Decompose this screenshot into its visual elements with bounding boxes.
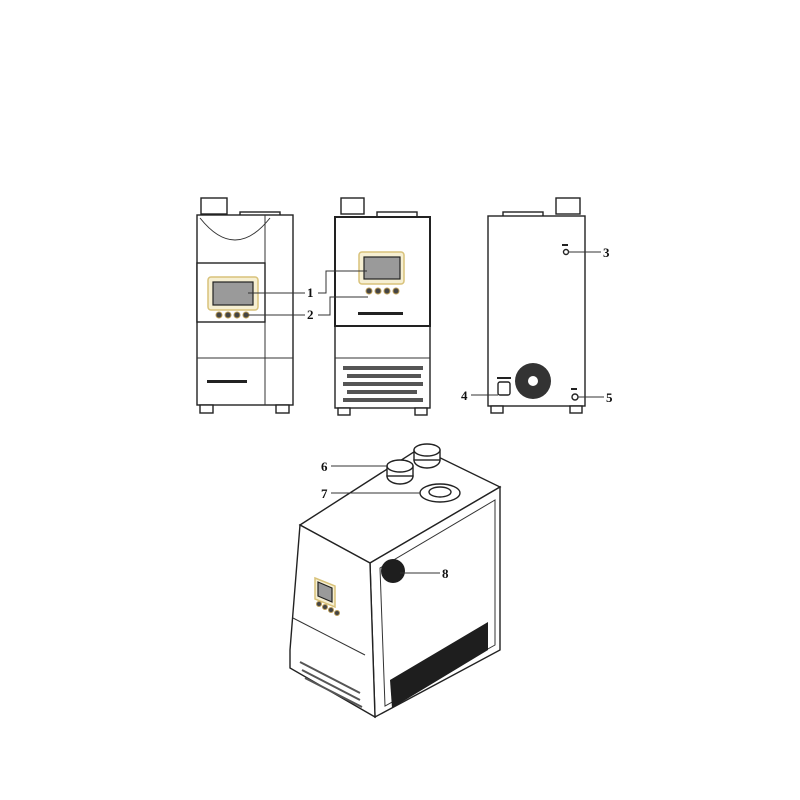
isometric-view [289, 443, 502, 719]
vent-slot [299, 661, 361, 694]
display-screen [363, 256, 401, 280]
callout-4: 4 [461, 388, 468, 403]
control-button [383, 287, 391, 295]
control-button [215, 311, 223, 319]
foot [275, 404, 290, 414]
callout-5: 5 [606, 390, 613, 405]
inlet-knob-6 [386, 459, 414, 485]
left-side-view [196, 197, 294, 414]
rear-port-3 [562, 248, 570, 256]
control-button [233, 311, 241, 319]
callout-8: 8 [442, 566, 449, 581]
leader-lines [248, 251, 604, 574]
control-button [322, 604, 328, 610]
callout-2: 2 [307, 307, 314, 322]
display-screen [317, 581, 333, 603]
port-marking [571, 388, 577, 390]
callout-6: 6 [321, 459, 328, 474]
foot [199, 404, 214, 414]
control-button [392, 287, 400, 295]
control-button [365, 287, 373, 295]
side-vent [390, 622, 488, 708]
vent-slot [304, 677, 363, 708]
fan-hub [528, 376, 538, 386]
vent-grille [343, 366, 423, 402]
callout-7: 7 [321, 486, 328, 501]
port-marking [562, 244, 568, 246]
top-curve [199, 217, 271, 241]
side-panel [379, 499, 496, 707]
top-knob [340, 197, 365, 215]
control-button [224, 311, 232, 319]
leader-line [318, 270, 367, 294]
top-knob [200, 197, 228, 215]
vent-slot [347, 374, 421, 378]
control-buttons [215, 311, 250, 319]
iso-buttons [316, 601, 340, 616]
foot [337, 407, 351, 416]
leader-line [318, 296, 368, 316]
foot [490, 405, 504, 414]
vent-slot [347, 390, 417, 394]
callout-1: 1 [307, 285, 314, 300]
vent-slot [343, 398, 423, 402]
rear-knob [413, 443, 441, 469]
control-button [328, 607, 334, 613]
control-buttons [365, 287, 400, 295]
vent-slot [343, 366, 423, 370]
callout-labels: 1 2 3 4 5 6 7 8 [307, 245, 613, 581]
side-port [381, 559, 405, 583]
power-socket [497, 381, 511, 396]
section-divider [292, 617, 366, 656]
label-plate [358, 312, 403, 315]
sample-ring-7 [419, 483, 461, 503]
callout-3: 3 [603, 245, 610, 260]
rear-port-5 [571, 393, 579, 401]
control-button [334, 610, 340, 616]
socket-marking [497, 377, 511, 379]
label-plate [207, 380, 247, 383]
foot [414, 407, 428, 416]
vent-slot [301, 669, 361, 701]
vent-slot [343, 382, 423, 386]
control-button [374, 287, 382, 295]
display-screen [212, 281, 254, 306]
foot [569, 405, 583, 414]
top-knob [555, 197, 581, 215]
rear-view [487, 197, 586, 414]
front-vent [299, 661, 363, 708]
front-view [334, 197, 431, 416]
control-button [316, 601, 322, 607]
